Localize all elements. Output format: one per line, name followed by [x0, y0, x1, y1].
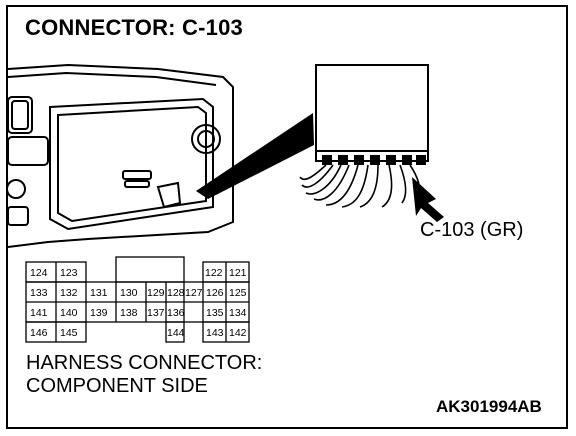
pin-145: 145	[60, 327, 78, 339]
caption-line-2: COMPONENT SIDE	[26, 375, 208, 397]
pin-135: 135	[206, 307, 224, 319]
pin-140: 140	[60, 307, 78, 319]
pin-133: 133	[30, 287, 48, 299]
pin-144: 144	[167, 327, 185, 339]
pin-141: 141	[30, 307, 48, 319]
pin-138: 138	[120, 307, 138, 319]
pin-127: 127	[185, 287, 203, 299]
figure-code: AK301994AB	[436, 397, 542, 416]
pin-128: 128	[167, 287, 185, 299]
connector-face-outline	[25, 256, 250, 343]
pin-146: 146	[30, 327, 48, 339]
pin-124: 124	[30, 267, 48, 279]
pin-125: 125	[229, 287, 247, 299]
pin-130: 130	[120, 287, 138, 299]
caption-line-1: HARNESS CONNECTOR:	[26, 352, 263, 374]
pin-136: 136	[167, 307, 185, 319]
pin-142: 142	[229, 327, 247, 339]
pin-126: 126	[206, 287, 224, 299]
diagram-frame: CONNECTOR: C-103	[6, 5, 568, 429]
pin-143: 143	[206, 327, 224, 339]
pin-137: 137	[147, 307, 165, 319]
connector-callout-label: C-103 (GR)	[420, 219, 524, 241]
pin-139: 139	[90, 307, 108, 319]
pin-134: 134	[229, 307, 247, 319]
pin-121: 121	[229, 267, 247, 279]
pin-123: 123	[60, 267, 78, 279]
pin-131: 131	[90, 287, 108, 299]
pin-122: 122	[205, 267, 223, 279]
pin-132: 132	[60, 287, 78, 299]
dashboard-illustration: 124 123 122 121 133 132 131 130 129 128 …	[8, 63, 444, 343]
page-title: CONNECTOR: C-103	[25, 15, 243, 40]
pin-129: 129	[147, 287, 165, 299]
